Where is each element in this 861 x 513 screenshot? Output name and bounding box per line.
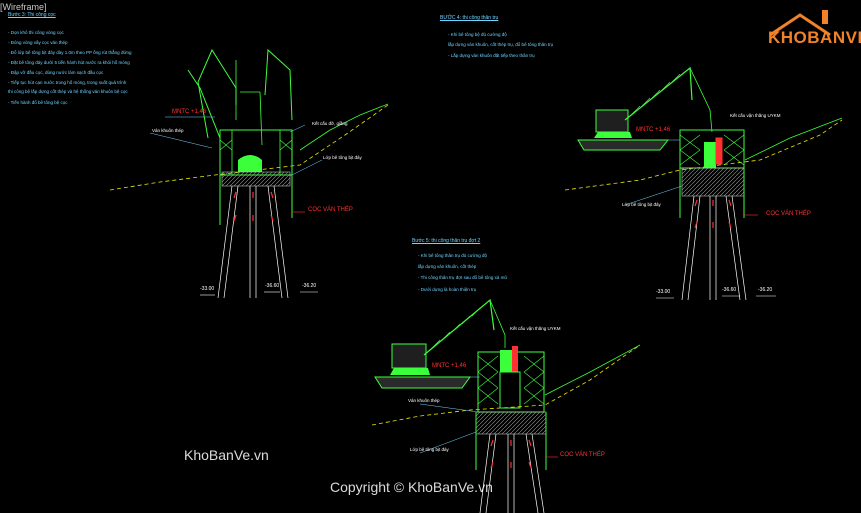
left-elevation: -36.20	[302, 283, 317, 289]
right-elevation: -36.20	[758, 287, 773, 293]
left-note: - Tiến hành đổ bê tông bệ cọc	[8, 100, 68, 105]
left-formwork-label: Ván khuôn thép	[152, 128, 184, 133]
left-note: - Dọn khô thi công vòng cọc	[8, 30, 64, 35]
left-note: - Đổ lớp bê tông bịt đáy dày 1.0m theo P…	[8, 50, 132, 55]
bottom-sheet-pile-label: CỌC VÁN THÉP	[560, 452, 605, 458]
right-note: lắp dựng ván khuôn, cốt thép trụ, đổ bê …	[448, 42, 554, 47]
bottom-step-title: Bước 5: thi công thân trụ đợt 2	[412, 238, 481, 244]
bottom-tower-label: Kết cấu vận thăng UYKM	[510, 326, 561, 331]
right-water-level: MNTC +1.46	[636, 127, 671, 133]
right-note: - Lắp dựng ván khuôn đặt tiếp theo thân …	[448, 53, 535, 58]
right-note: - Khi bê tông bệ đủ cường độ	[448, 32, 507, 37]
bottom-note: - Thi công thân trụ đợt sau đổ bê tông x…	[418, 275, 507, 280]
left-elevation: -33.00	[200, 286, 215, 292]
left-note: - Đặt bê tông đáy dưới 5 tiến hành hút n…	[8, 60, 130, 65]
right-sheet-pile-label: CỌC VÁN THÉP	[766, 211, 811, 217]
left-note: - Tiếp tục hút cạn nước trong hố móng, t…	[8, 80, 127, 85]
right-step-title: BƯỚC 4: thi công thân trụ	[440, 15, 499, 21]
bottom-section-drawing	[371, 298, 641, 513]
viewport-tab[interactable]: [Wireframe]	[0, 2, 47, 12]
left-note: - Đóng vòng vây cọc ván thép	[8, 40, 68, 45]
right-sealing-label: Lớp bê tông bịt đáy	[622, 202, 661, 207]
left-sealing-label: Lớp bê tông bịt đáy	[323, 155, 362, 160]
left-note: thi công bệ lắp dựng cốt thép và hệ thốn…	[8, 89, 128, 94]
right-elevation: -33.00	[656, 289, 671, 295]
site-watermark: KhoBanVe.vn	[184, 447, 269, 463]
left-water-level: MNTC +1.46	[172, 109, 207, 115]
left-tie-beam-label: Kết cấu đỡ, giằng	[312, 121, 348, 126]
left-elevation: -36.60	[265, 283, 280, 289]
left-sheet-pile-label: CỌC VÁN THÉP	[308, 207, 353, 213]
left-note: - Đập vỡ đầu cọc, dùng nước làm sạch đầu…	[8, 70, 104, 75]
khobanve-logo-mark	[769, 10, 831, 37]
bottom-sealing-label: Lớp bê tông bịt đáy	[410, 447, 449, 452]
bottom-note: lắp dựng ván khuôn, cốt thép	[418, 264, 477, 269]
bottom-note: - Khi bê tông thân trụ đủ cường độ	[418, 253, 488, 258]
copyright-watermark: Copyright © KhoBanVe.vn	[330, 479, 493, 495]
right-tower-label: Kết cấu vận thăng UYKM	[730, 113, 781, 118]
right-elevation: -36.60	[722, 287, 737, 293]
bottom-water-level: MNTC +1.46	[432, 363, 467, 369]
bottom-note: - Dưới dựng là hoàn thiện trụ	[418, 287, 477, 292]
left-section-drawing	[109, 48, 389, 299]
right-section-drawing	[564, 66, 843, 301]
khobanve-logo-text: KHOBANVE	[768, 28, 861, 47]
bottom-formwork-label: Ván khuôn thép	[408, 398, 440, 403]
left-step-title: Bước 3: Thi công cọc	[8, 12, 56, 18]
